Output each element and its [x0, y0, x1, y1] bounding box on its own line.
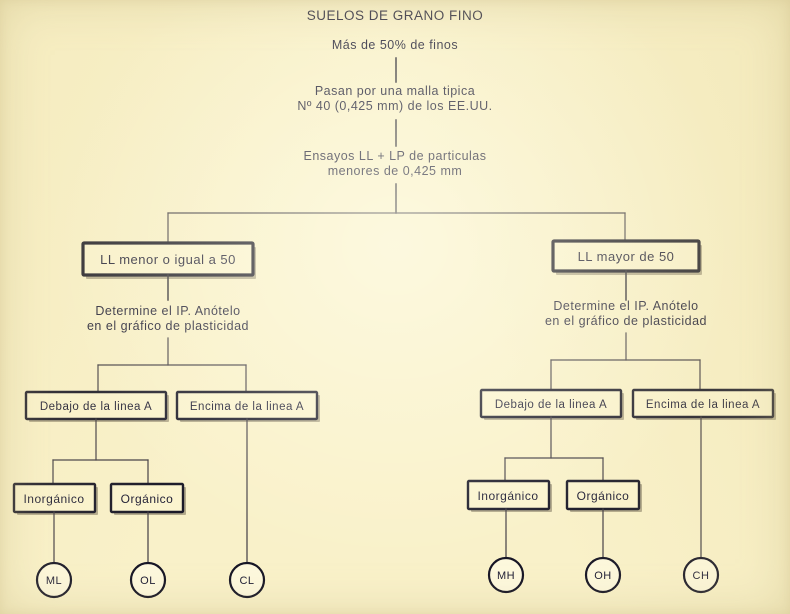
left-note-line2: en el gráfico de plasticidad — [87, 319, 249, 333]
right-above-line-a-label: Encima de la linea A — [646, 399, 760, 411]
left-above-line-a-label: Encima de la linea A — [190, 401, 304, 413]
right-decision-label: LL mayor de 50 — [578, 249, 675, 264]
symbol-circle-mh-label: MH — [497, 570, 515, 582]
left-organic-label: Orgánico — [121, 492, 174, 506]
left-note-line1: Determine el IP. Anótelo — [95, 304, 240, 318]
right-below-line-a-label: Debajo de la linea A — [495, 399, 607, 411]
left-branch-group: LL menor o igual a 50 Determine el IP. A… — [12, 241, 320, 599]
left-decision-label: LL menor o igual a 50 — [100, 252, 236, 267]
right-inorganic-label: Inorgánico — [477, 489, 538, 503]
criterion-fines-label: Más de 50% de finos — [332, 38, 458, 52]
criterion-tests-line1: Ensayos LL + LP de particulas — [303, 149, 486, 163]
symbol-circle-ml-label: ML — [46, 575, 62, 587]
criterion-tests-line2: menores de 0,425 mm — [328, 164, 463, 178]
criterion-sieve-line2: Nº 40 (0,425 mm) de los EE.UU. — [297, 99, 492, 113]
right-note-line2: en el gráfico de plasticidad — [545, 314, 707, 328]
left-inorganic-label: Inorgánico — [23, 492, 84, 506]
stem-group: SUELOS DE GRANO FINO Más de 50% de finos… — [297, 8, 492, 214]
main-split-connectors — [167, 212, 626, 244]
criterion-sieve-line1: Pasan por una malla tipica — [315, 84, 475, 98]
symbol-circle-cl-label: CL — [239, 575, 254, 587]
right-organic-label: Orgánico — [577, 489, 630, 503]
diagram-title: SUELOS DE GRANO FINO — [307, 8, 484, 23]
symbol-circle-ch-label: CH — [693, 570, 710, 582]
left-below-line-a-label: Debajo de la linea A — [40, 401, 152, 413]
symbol-circle-oh-label: OH — [594, 570, 612, 582]
right-note-line1: Determine el IP. Anótelo — [553, 299, 698, 313]
right-branch-group: LL mayor de 50 Determine el IP. Anótelo … — [466, 239, 776, 594]
symbol-circle-ol-label: OL — [140, 575, 156, 587]
